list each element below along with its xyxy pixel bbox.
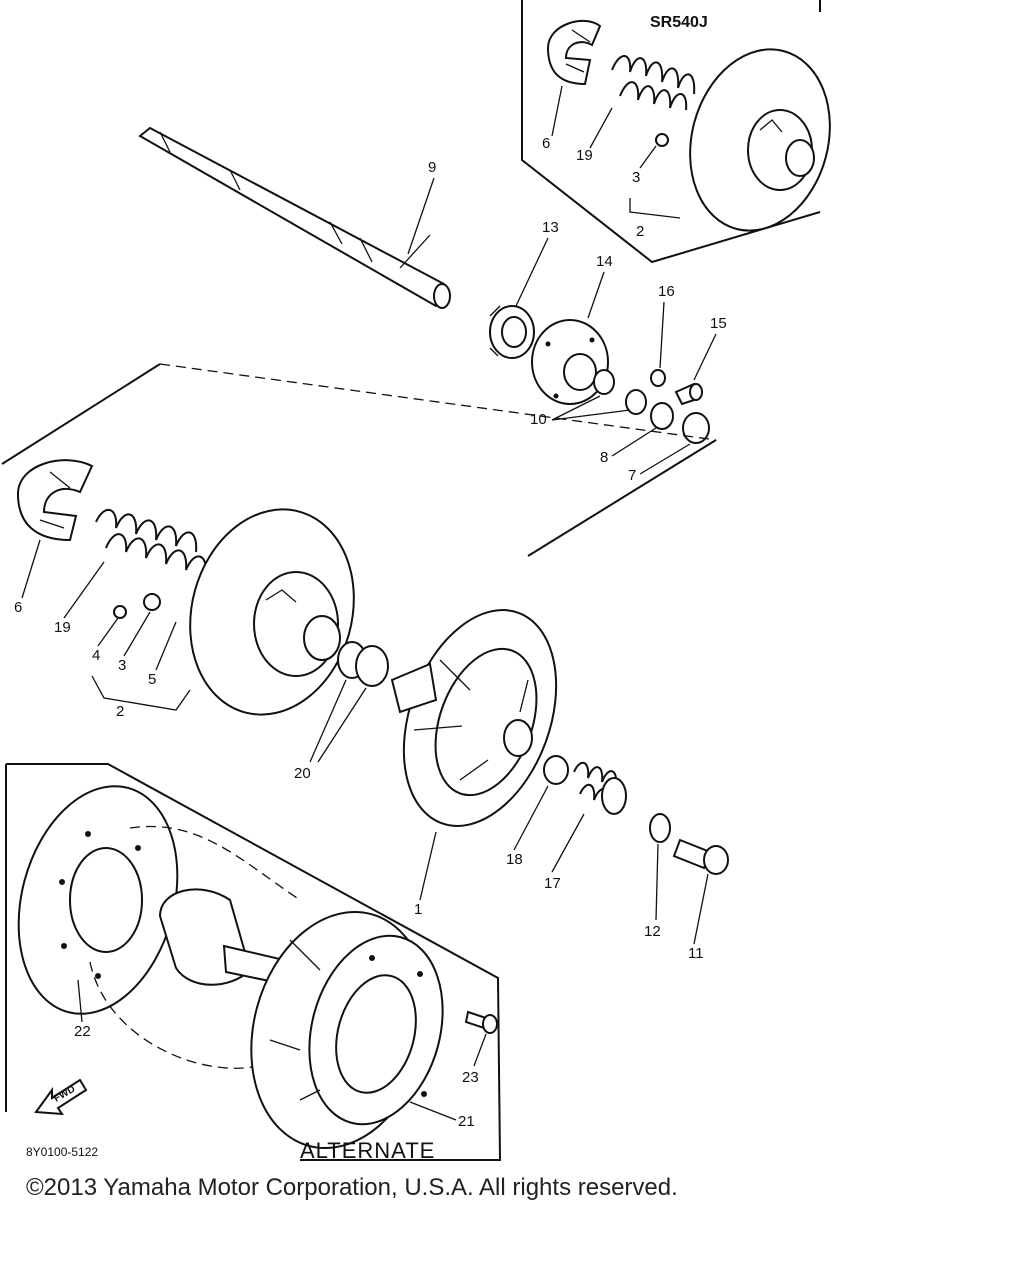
spider-cam-6 bbox=[16, 459, 94, 542]
callout-13: 13 bbox=[542, 219, 559, 236]
callout-2-inset: 2 bbox=[636, 223, 644, 240]
mid-box-top-edge bbox=[159, 363, 717, 441]
collar-18 bbox=[543, 755, 569, 785]
alternate-sheave-21 bbox=[250, 910, 444, 1150]
callout-7: 7 bbox=[628, 467, 636, 484]
primary-shaft: 9 bbox=[138, 126, 451, 309]
alternate-box bbox=[6, 763, 502, 1161]
washer-10b bbox=[625, 389, 647, 415]
inset-spring bbox=[611, 55, 696, 111]
alternate-label: ALTERNATE bbox=[300, 1138, 435, 1163]
callout-15: 15 bbox=[710, 315, 727, 332]
callout-19: 19 bbox=[54, 619, 71, 636]
callout-2: 2 bbox=[116, 703, 124, 720]
callout-21: 21 bbox=[458, 1113, 475, 1130]
callout-8: 8 bbox=[600, 449, 608, 466]
callout-22: 22 bbox=[74, 1023, 91, 1040]
alternate-dashed-outline-2 bbox=[129, 825, 301, 901]
callout-3: 3 bbox=[118, 657, 126, 674]
callout-12: 12 bbox=[644, 923, 661, 940]
mid-box-top-left bbox=[1, 363, 161, 465]
lockwasher-16 bbox=[650, 369, 666, 387]
movable-sheave bbox=[189, 508, 355, 716]
slider-4 bbox=[113, 605, 127, 619]
model-label: SR540J bbox=[650, 14, 708, 31]
diagram-code: 8Y0100-5122 bbox=[26, 1145, 98, 1159]
bolt-11 bbox=[672, 838, 729, 875]
washer-10a bbox=[593, 369, 615, 395]
compression-spring-19 bbox=[95, 509, 208, 577]
inset-slider bbox=[655, 133, 669, 147]
copyright-notice: ©2013 Yamaha Motor Corporation, U.S.A. A… bbox=[26, 1174, 678, 1201]
washer-8 bbox=[650, 402, 674, 430]
callout-9: 9 bbox=[428, 159, 436, 176]
callout-14: 14 bbox=[596, 253, 613, 270]
callout-17: 17 bbox=[544, 875, 561, 892]
bolt-15 bbox=[674, 382, 703, 406]
inset-cam-part bbox=[546, 19, 602, 86]
callout-20: 20 bbox=[294, 765, 311, 782]
callout-4: 4 bbox=[92, 647, 100, 664]
mid-box-right-edge bbox=[527, 439, 717, 557]
callout-5: 5 bbox=[148, 671, 156, 688]
alternate-dashed-outline bbox=[89, 961, 301, 1069]
washer-20b bbox=[355, 645, 389, 687]
washer-7 bbox=[682, 412, 710, 444]
alternate-hub bbox=[158, 888, 285, 986]
callout-18: 18 bbox=[506, 851, 523, 868]
callout-19-inset: 19 bbox=[576, 147, 593, 164]
callout-16: 16 bbox=[658, 283, 675, 300]
callout-23: 23 bbox=[462, 1069, 479, 1086]
cap-14 bbox=[531, 319, 609, 405]
alternate-disc-22 bbox=[17, 785, 179, 1015]
sr540j-inset: SR540J 6 19 3 2 bbox=[521, 0, 831, 264]
callout-6-inset: 6 bbox=[542, 135, 550, 152]
callout-3-inset: 3 bbox=[632, 169, 640, 186]
spring-17 bbox=[573, 762, 627, 815]
bearing-13 bbox=[489, 305, 535, 359]
fixed-sheave-1 bbox=[390, 609, 558, 827]
callout-10: 10 bbox=[530, 411, 547, 428]
alternate-bolt-23 bbox=[464, 1010, 498, 1034]
callout-6: 6 bbox=[14, 599, 22, 616]
washer-12 bbox=[649, 813, 671, 843]
inset-sheave bbox=[689, 48, 831, 232]
callout-1: 1 bbox=[414, 901, 422, 918]
callout-11: 11 bbox=[688, 945, 704, 962]
forward-arrow-icon: FWD bbox=[34, 1078, 88, 1116]
slider-3 bbox=[143, 593, 161, 611]
